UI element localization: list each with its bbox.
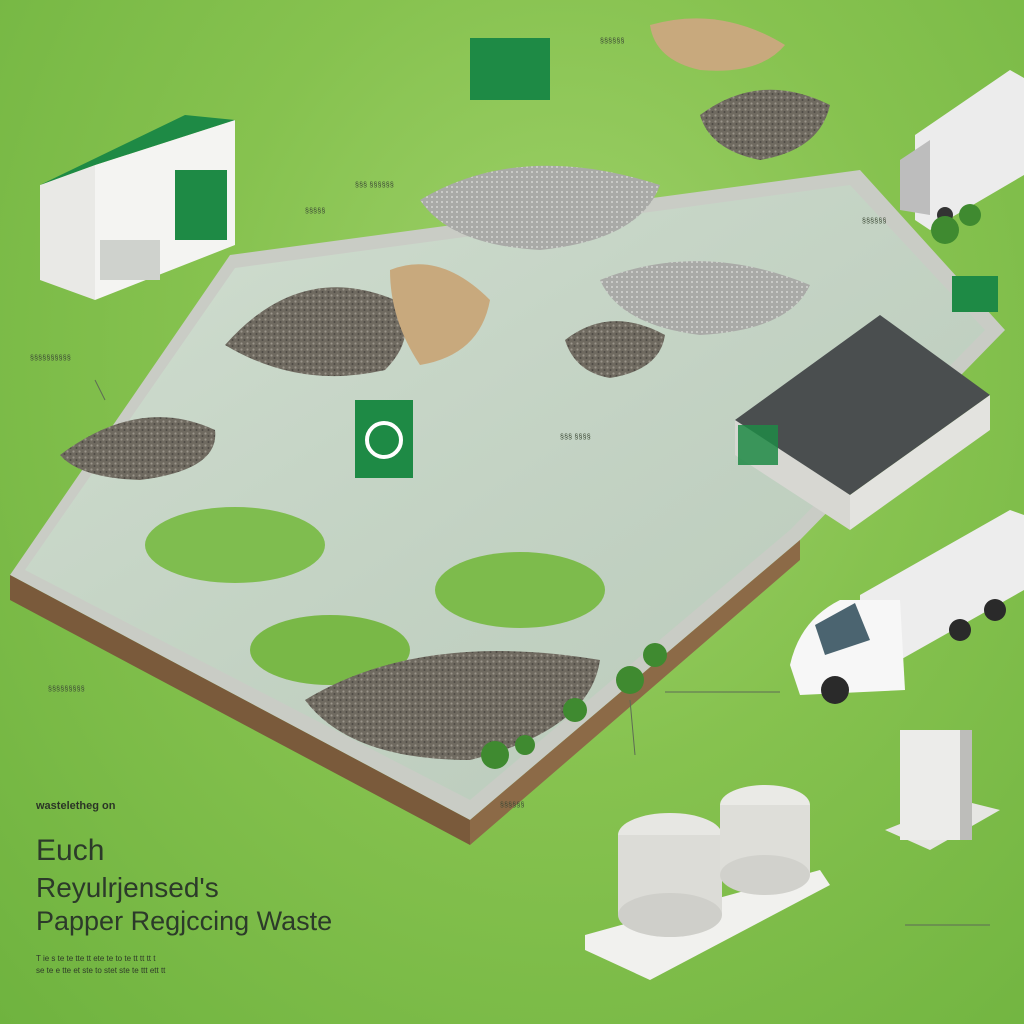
warehouse-building [735, 315, 990, 530]
body-text-line-2: se te e tte et ste to stet ste te ttt et… [36, 966, 166, 975]
office-building [40, 115, 235, 300]
truck-bottom-right [790, 510, 1024, 704]
label-bottom-center: §§§§§§ [500, 802, 525, 809]
body-text-line-1: T ie s te te tte tt ete te to te tt tt t… [36, 954, 156, 963]
truck-top-right [900, 70, 1024, 230]
title-line-2: Reyulrjensed's [36, 872, 219, 903]
label-center-a: §§§§§ [305, 208, 326, 215]
trees [481, 204, 981, 769]
label-left-mid: §§§§§§§§§§ [30, 355, 71, 362]
recycle-signs [355, 38, 998, 478]
material-heaps [60, 18, 830, 760]
baler-machine [885, 730, 1000, 850]
title-line-3: Papper Regjccing Waste [36, 906, 333, 936]
grass-patches [145, 507, 605, 685]
annotation-lines [94, 379, 990, 926]
label-center-b: §§§ §§§§ [560, 434, 591, 441]
paper-rolls [585, 785, 830, 980]
label-top-center: §§§§§§ [600, 38, 625, 45]
title-line-1: Euch [36, 834, 105, 867]
label-top-left: §§§ §§§§§§ [355, 182, 394, 189]
label-right-a: §§§§§§ [862, 218, 887, 225]
label-left-low: §§§§§§§§§ [48, 686, 85, 693]
caption: wasteletheg on [36, 800, 116, 812]
